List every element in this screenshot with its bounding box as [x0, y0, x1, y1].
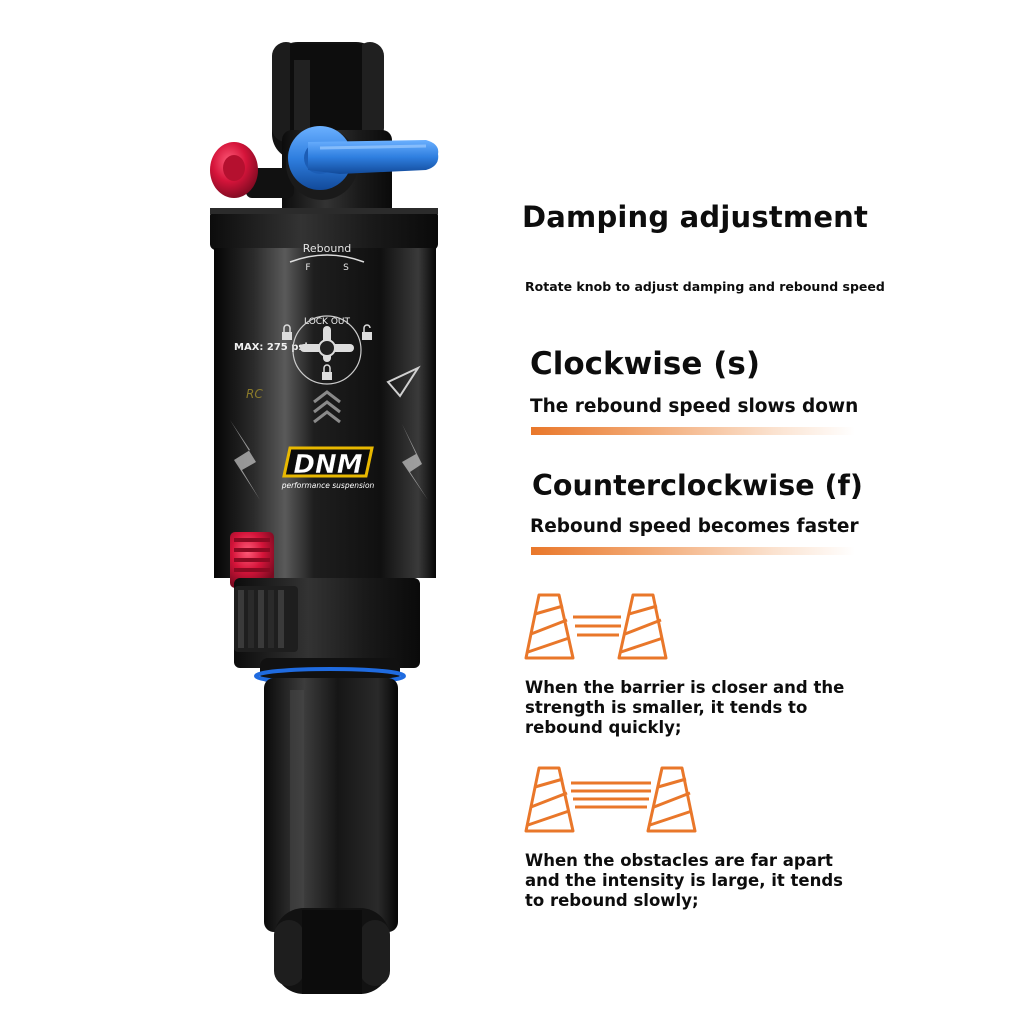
counterclockwise-heading: Counterclockwise (f) — [532, 469, 863, 502]
cones-far-icon — [524, 766, 697, 833]
fast-mark: F — [305, 263, 310, 273]
clockwise-heading: Clockwise (s) — [530, 346, 760, 382]
bolt-graphic-left — [230, 420, 260, 500]
cones-close-icon — [524, 593, 668, 660]
counterclockwise-divider — [531, 547, 855, 555]
bottom-eyelet — [274, 908, 390, 994]
lock-icon — [282, 324, 292, 340]
lock-icon — [322, 364, 332, 380]
lockout-diagram: LOCK OUT — [282, 315, 372, 385]
clockwise-description: The rebound speed slows down — [530, 396, 859, 417]
clockwise-divider — [531, 427, 855, 435]
counterclockwise-description: Rebound speed becomes faster — [530, 516, 859, 537]
arrow-graphic — [386, 365, 421, 398]
rebound-knob-red — [210, 142, 294, 198]
scenario-near-text: When the barrier is closer and the stren… — [525, 678, 845, 737]
lockout-lever-blue — [286, 126, 439, 200]
page-title: Damping adjustment — [522, 200, 869, 234]
rebound-dial-marking: Rebound F S — [289, 242, 365, 273]
lockout-label: LOCK OUT — [304, 317, 350, 327]
dnm-logo: DNM performance suspension — [281, 446, 375, 490]
chevron-up-icon — [313, 390, 341, 424]
pressure-label: MAX: 275 psi — [234, 342, 308, 353]
scenario-far-text: When the obstacles are far apart and the… — [525, 851, 844, 910]
unlock-icon — [362, 324, 372, 340]
slow-mark: S — [343, 263, 349, 273]
brand-name: DNM — [293, 450, 362, 480]
brand-tagline: performance suspension — [281, 481, 375, 490]
shaft — [264, 678, 398, 932]
side-mark: RC — [246, 387, 263, 401]
rebound-label: Rebound — [303, 242, 352, 255]
shock-absorber-image: Rebound F S MAX: 275 psi LOCK OUT RC — [210, 42, 439, 994]
page-subtitle: Rotate knob to adjust damping and reboun… — [525, 279, 885, 294]
top-collar — [210, 210, 438, 250]
lower-collar — [234, 578, 420, 668]
bolt-graphic-right — [402, 424, 428, 500]
